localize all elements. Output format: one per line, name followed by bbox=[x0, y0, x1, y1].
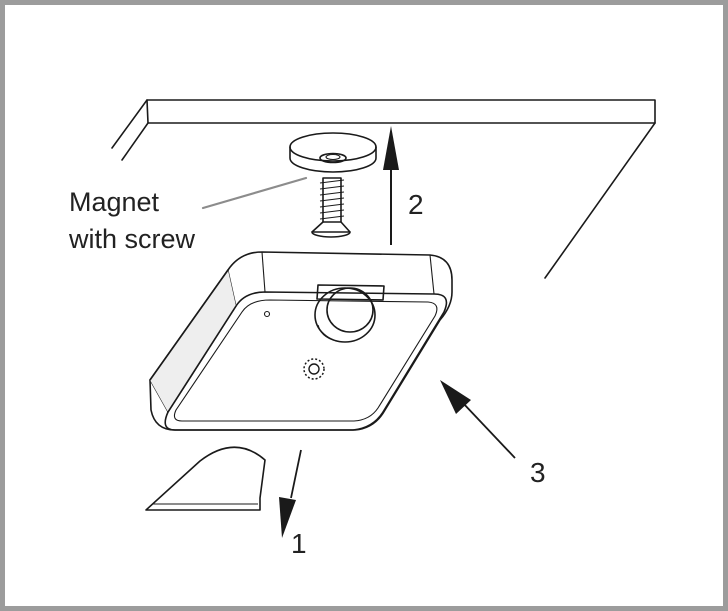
step-number-1: 1 bbox=[291, 528, 307, 559]
arrow-2 bbox=[383, 126, 399, 245]
arrow-1 bbox=[279, 449, 302, 538]
screw bbox=[311, 177, 351, 238]
arrow-3 bbox=[440, 380, 516, 459]
step-number-3: 3 bbox=[530, 457, 546, 488]
device-sensor-dots bbox=[263, 310, 325, 380]
magnet-disc bbox=[289, 132, 377, 173]
camera-lens bbox=[314, 284, 385, 343]
callout-leader-line bbox=[201, 176, 308, 210]
cover-piece bbox=[145, 446, 266, 511]
step-number-2: 2 bbox=[408, 189, 424, 220]
ceiling-surface bbox=[111, 99, 656, 279]
callout-label-magnet: Magnet bbox=[69, 187, 160, 217]
callout-label-with-screw: with screw bbox=[68, 224, 196, 254]
device-body bbox=[149, 251, 453, 431]
